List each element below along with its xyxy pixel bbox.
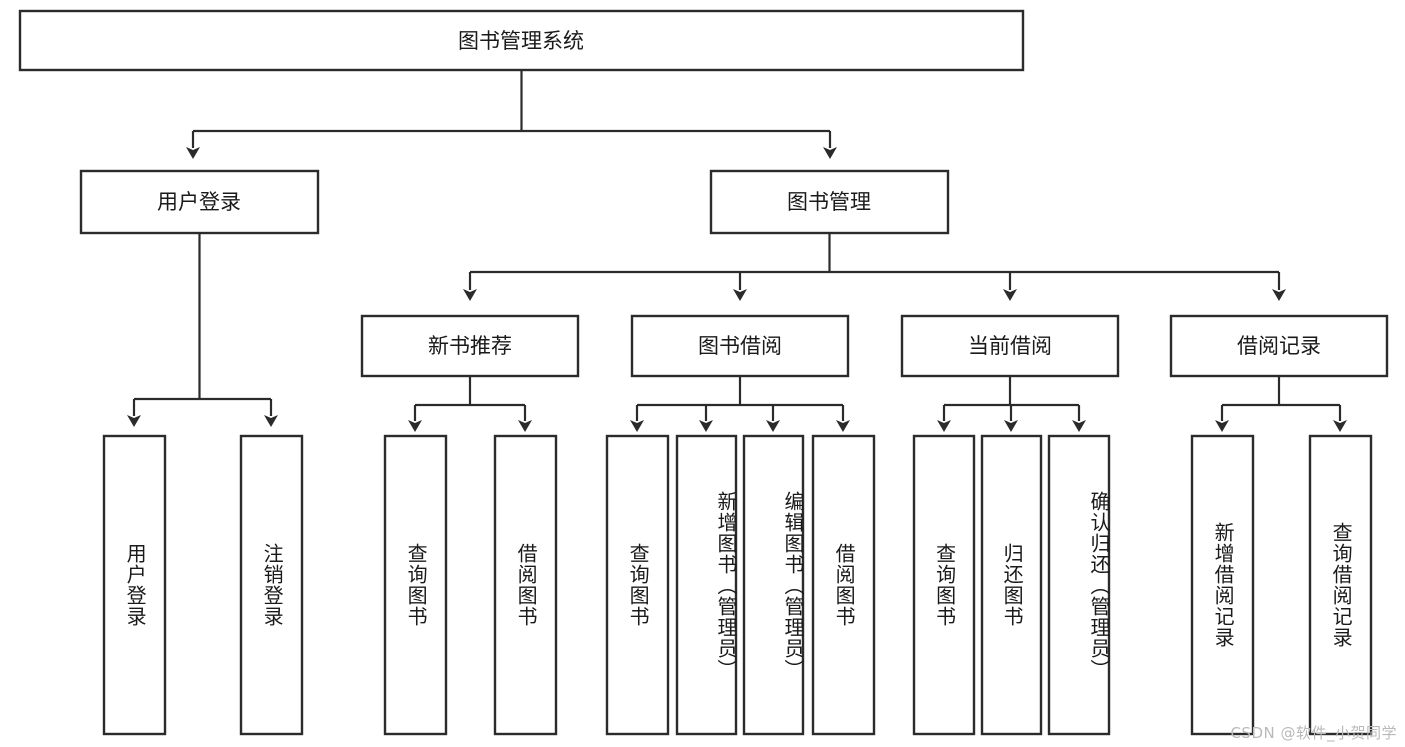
node-leaf-logout[interactable] bbox=[239, 434, 304, 736]
node-leaf-query-record[interactable] bbox=[1308, 434, 1373, 736]
node-leaf-add-record[interactable] bbox=[1190, 434, 1255, 736]
edge-login-to-leaves bbox=[127, 233, 278, 427]
node-current-label: 当前借阅 bbox=[968, 334, 1052, 358]
edge-newbook-to-leaves bbox=[408, 376, 532, 432]
node-leaf-borrow-book-2[interactable] bbox=[811, 434, 876, 736]
node-leaf-confirm-return[interactable] bbox=[1047, 434, 1111, 736]
node-root[interactable]: 图书管理系统 bbox=[18, 9, 1025, 72]
edge-bookmgmt-to-level3 bbox=[463, 233, 1286, 301]
node-records-label: 借阅记录 bbox=[1237, 334, 1321, 358]
node-leaf-query-book-1[interactable] bbox=[383, 434, 448, 736]
node-leaf-return-book[interactable] bbox=[980, 434, 1043, 736]
node-borrow-label: 图书借阅 bbox=[698, 334, 782, 358]
edge-borrow-to-leaves bbox=[630, 376, 850, 432]
edge-records-to-leaves bbox=[1215, 376, 1347, 432]
node-records[interactable]: 借阅记录 bbox=[1169, 314, 1389, 378]
node-bookmgmt-label: 图书管理 bbox=[787, 190, 871, 214]
node-leaf-query-book-2[interactable] bbox=[605, 434, 670, 736]
node-borrow[interactable]: 图书借阅 bbox=[630, 314, 850, 378]
node-newbook-label: 新书推荐 bbox=[428, 334, 512, 358]
node-leaf-user-login[interactable] bbox=[102, 434, 167, 736]
node-newbook[interactable]: 新书推荐 bbox=[360, 314, 580, 378]
node-leaf-add-book[interactable] bbox=[675, 434, 738, 736]
node-root-label: 图书管理系统 bbox=[458, 29, 584, 53]
edge-current-to-leaves bbox=[937, 376, 1086, 432]
node-leaf-borrow-book-1[interactable] bbox=[493, 434, 558, 736]
node-leaf-edit-book[interactable] bbox=[742, 434, 805, 736]
node-bookmgmt[interactable]: 图书管理 bbox=[709, 169, 950, 235]
edge-root-to-level2 bbox=[186, 70, 837, 159]
node-login-label: 用户登录 bbox=[157, 190, 241, 214]
csdn-watermark: CSDN @软件_小贺同学 bbox=[1230, 724, 1397, 742]
node-current[interactable]: 当前借阅 bbox=[900, 314, 1120, 378]
node-leaf-query-book-3[interactable] bbox=[912, 434, 976, 736]
node-login[interactable]: 用户登录 bbox=[79, 169, 320, 235]
